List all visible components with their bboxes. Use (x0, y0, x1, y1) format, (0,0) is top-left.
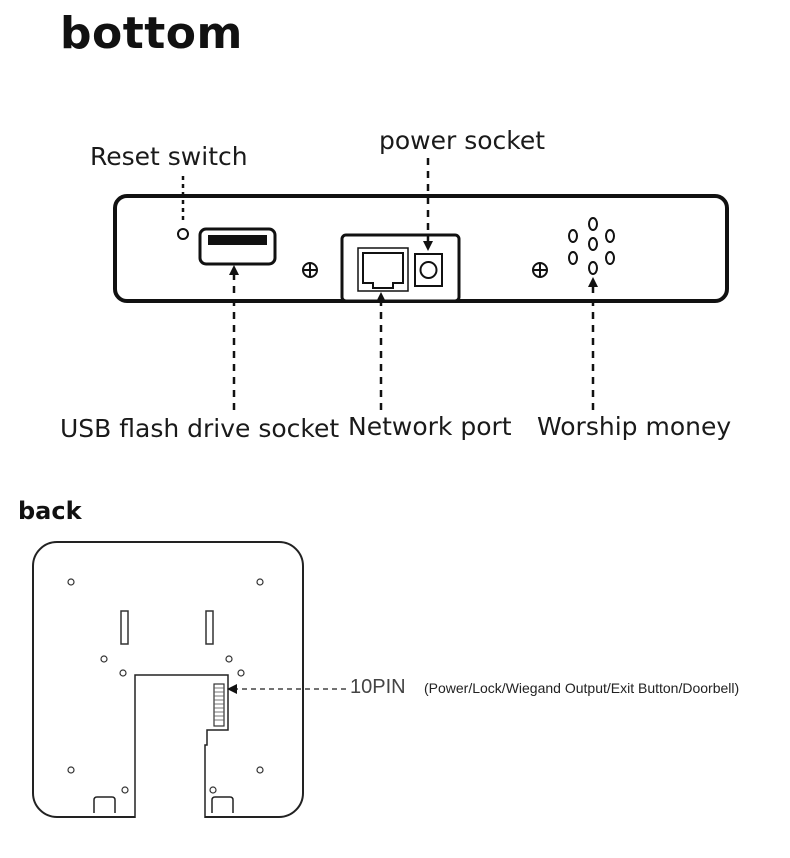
pcb-cutout (134, 674, 229, 818)
bottom-section-title: bottom (60, 8, 243, 59)
reset-switch-label: Reset switch (90, 142, 248, 171)
screw-icon (532, 262, 548, 278)
speaker-grille (568, 217, 615, 275)
screw-icon (67, 578, 264, 794)
mounting-slot (205, 610, 214, 645)
pin-description-label: (Power/Lock/Wiegand Output/Exit Button/D… (424, 680, 740, 696)
usb-socket (198, 227, 277, 266)
back-section-title: back (18, 497, 82, 525)
worship-money-label: Worship money (537, 412, 732, 441)
reset-switch-hole (177, 228, 189, 240)
power-socket-label: power socket (379, 126, 546, 155)
bottom-tab (211, 796, 234, 813)
pin-label: 10PIN (350, 676, 406, 698)
pin-connector (213, 683, 225, 727)
network-port (357, 247, 409, 292)
network-port-label: Network port (348, 412, 512, 441)
usb-socket-label: USB flash drive socket (60, 414, 340, 443)
mounting-slot (120, 610, 129, 645)
screw-icon (302, 262, 318, 278)
bottom-tab (93, 796, 116, 813)
power-socket (414, 253, 443, 287)
